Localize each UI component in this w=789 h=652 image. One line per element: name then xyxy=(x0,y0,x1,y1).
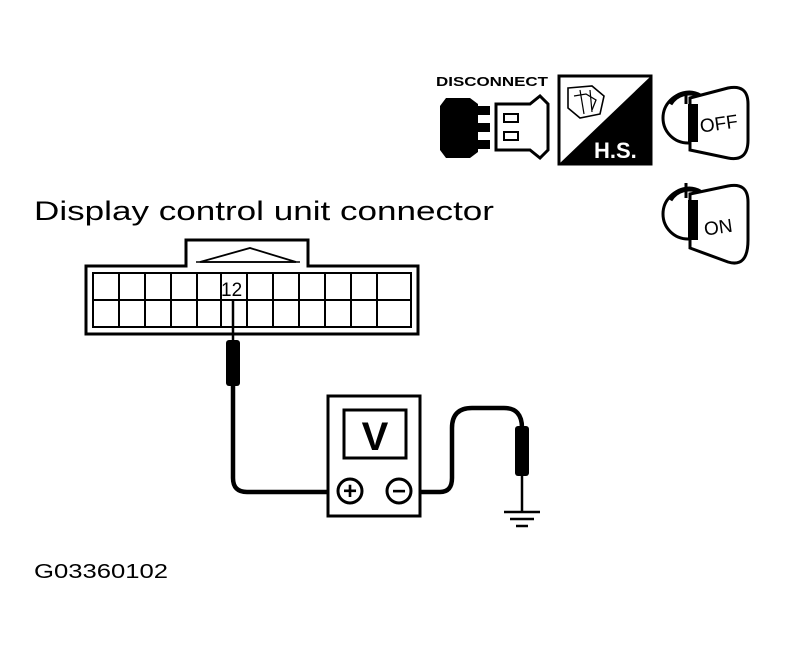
key-off-label: OFF xyxy=(699,111,740,137)
harness-side-label: H.S. xyxy=(594,138,637,163)
voltmeter: V + − xyxy=(326,394,422,518)
harness-side-icon: H.S. xyxy=(557,74,653,166)
disconnect-connector-icon: DISCONNECT xyxy=(436,74,550,161)
positive-terminal: + xyxy=(336,477,364,505)
positive-probe xyxy=(226,300,336,495)
pin-number-label: 12 xyxy=(221,280,242,301)
key-on-label: ON xyxy=(703,216,734,241)
ignition-key-on-icon: ON xyxy=(661,183,750,265)
voltmeter-display-label: V xyxy=(362,415,389,459)
diagram-title: Display control unit connector xyxy=(34,196,494,226)
figure-id: G03360102 xyxy=(34,561,168,583)
disconnect-label: DISCONNECT xyxy=(436,74,548,89)
negative-terminal: − xyxy=(385,477,413,505)
ignition-key-off-icon: OFF xyxy=(661,85,750,161)
connector-body: 12 xyxy=(84,238,420,336)
ground-symbol xyxy=(504,510,540,528)
positive-terminal-symbol: + xyxy=(343,478,357,505)
negative-terminal-symbol: − xyxy=(392,478,406,505)
negative-lead xyxy=(412,405,529,512)
